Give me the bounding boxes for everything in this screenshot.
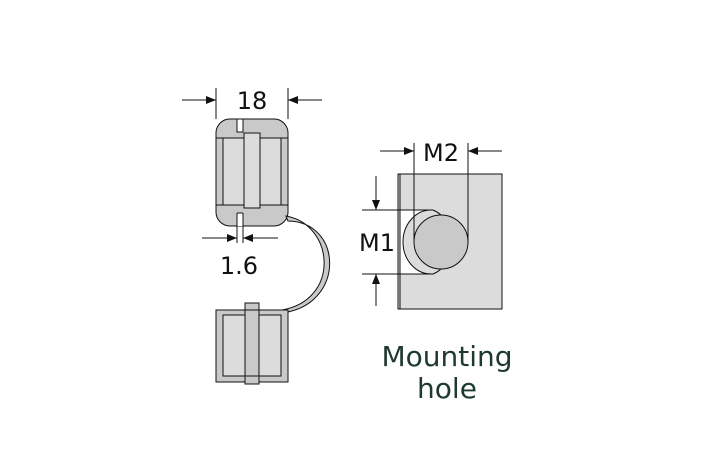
strap: [281, 215, 331, 313]
clamp-top-view: [215, 118, 289, 243]
dimension-m1-label: M1: [359, 229, 395, 257]
caption-line-2: hole: [417, 372, 477, 405]
dimension-18-label: 18: [237, 87, 268, 115]
mounting-hole-plate: [397, 173, 503, 310]
dimension-m1: [362, 176, 398, 306]
clamp-bottom-view: [215, 302, 289, 385]
dimension-m2-label: M2: [423, 139, 459, 167]
dimension-m2: [380, 143, 502, 242]
dimension-1-6-label: 1.6: [220, 252, 258, 280]
caption-line-1: Mounting: [381, 340, 512, 373]
dimension-18: [182, 88, 322, 119]
